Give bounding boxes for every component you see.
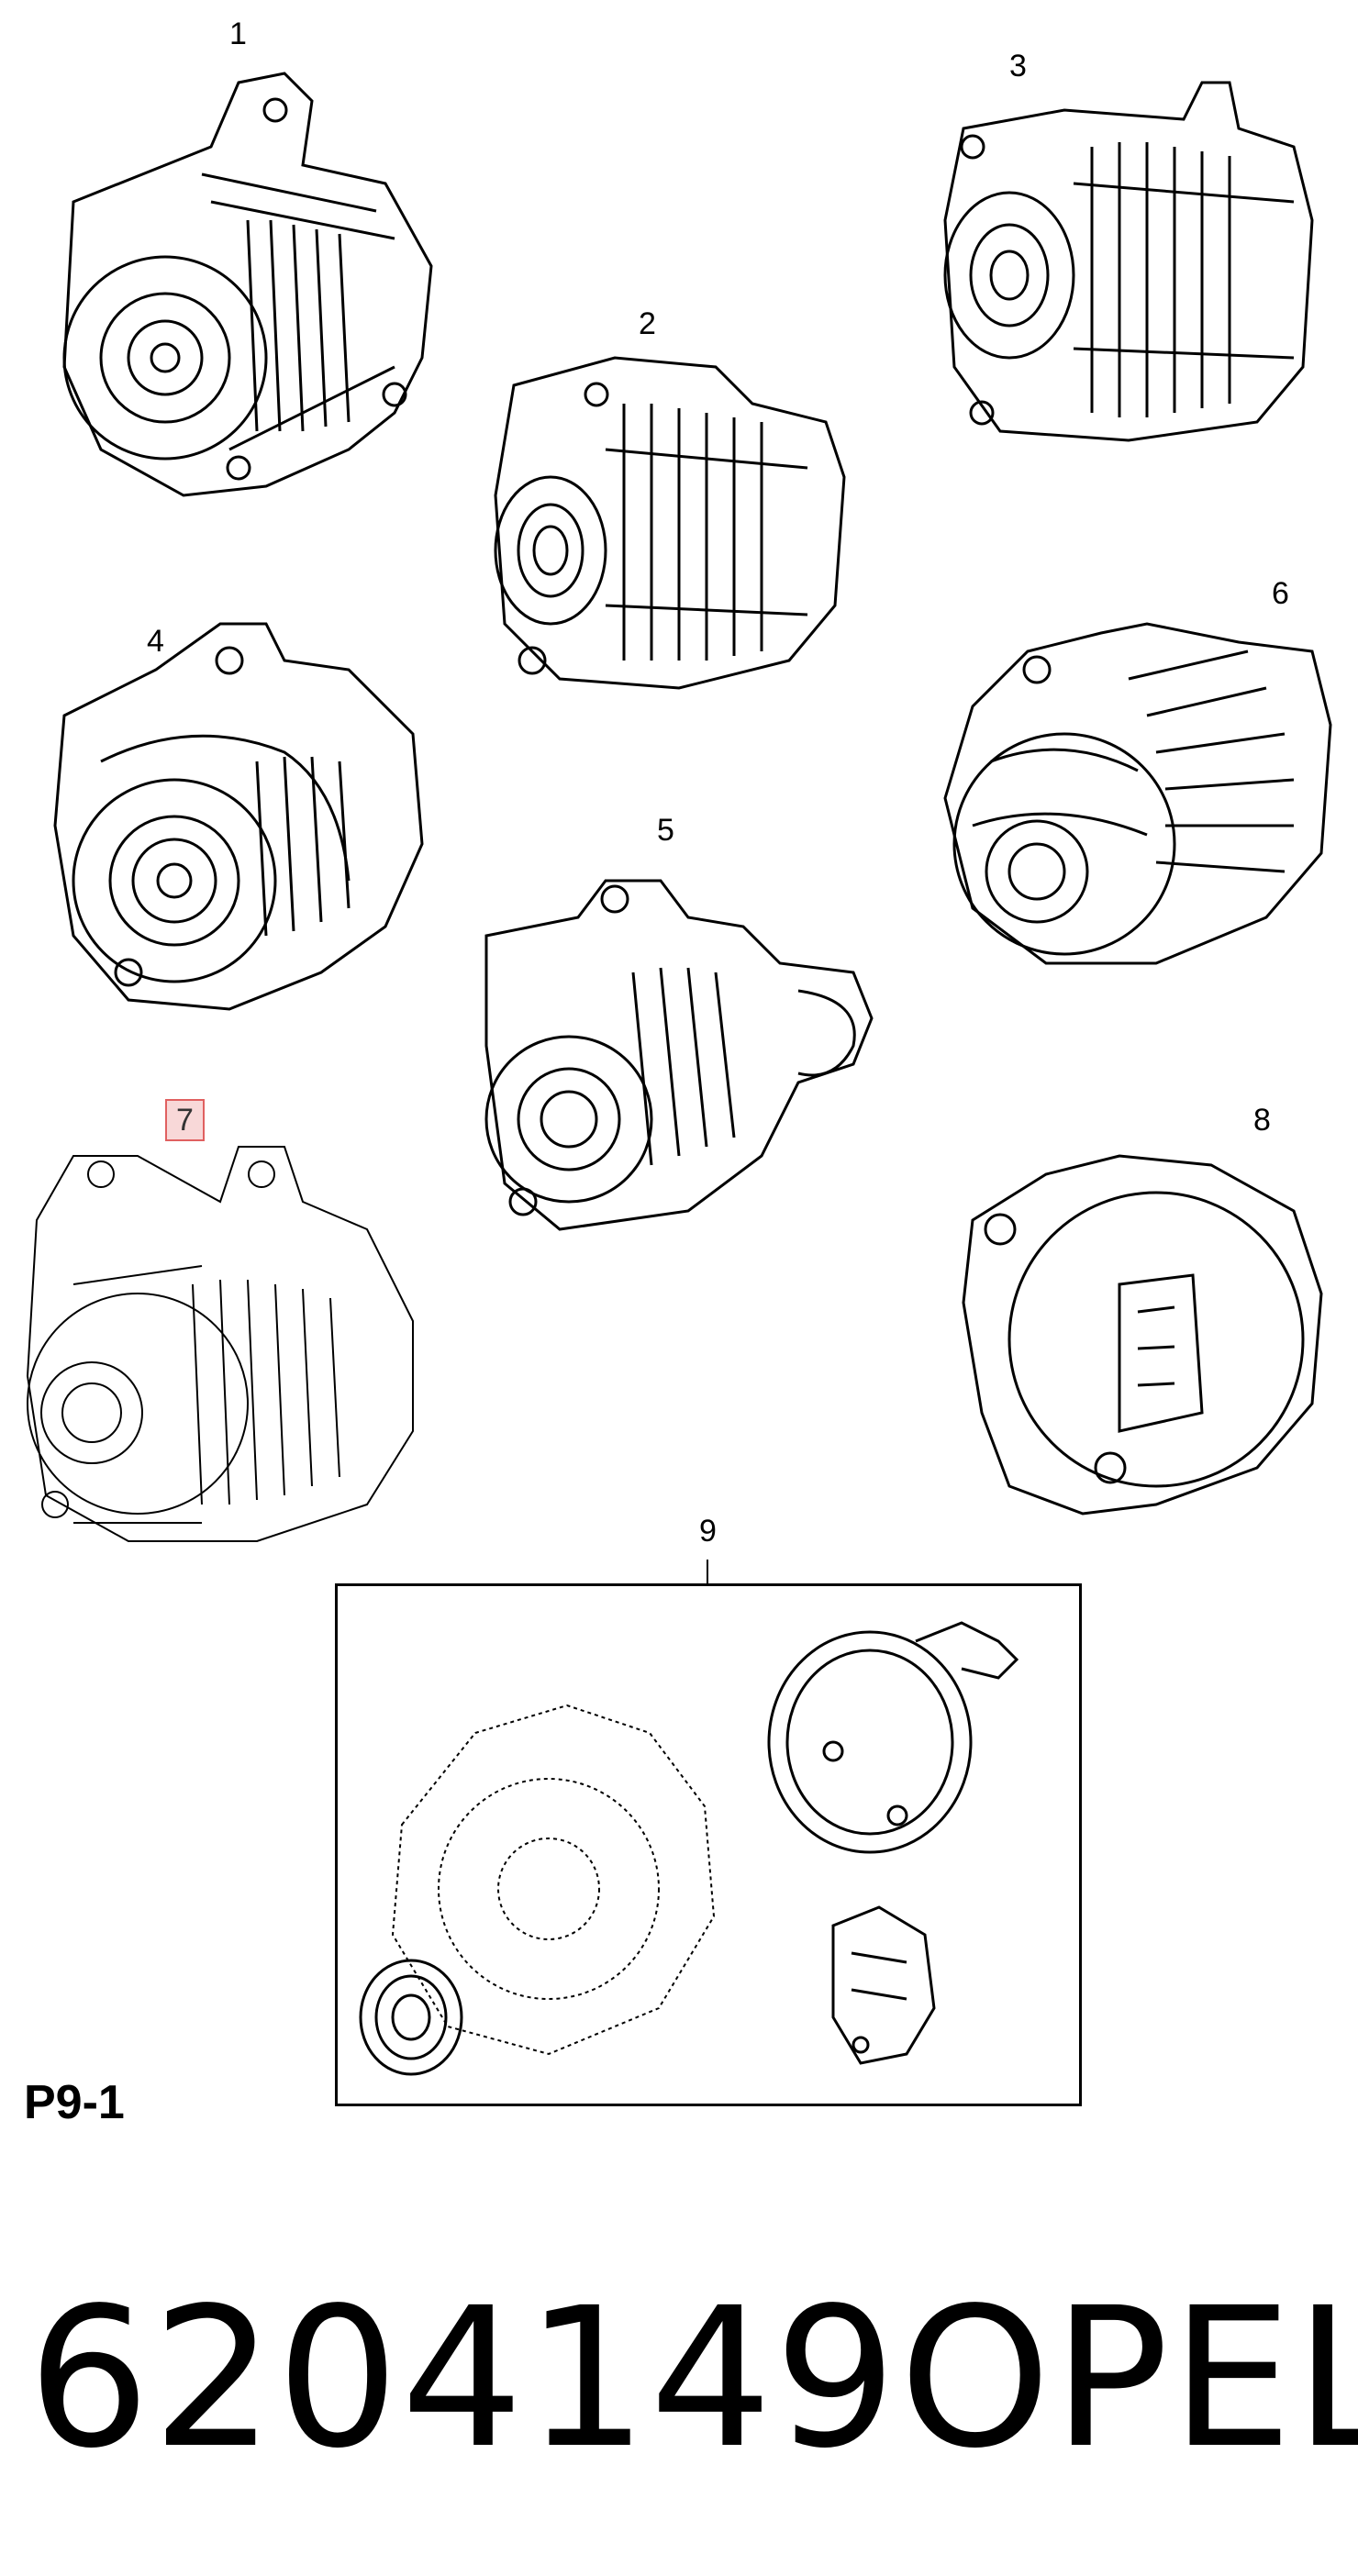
alternator-4-drawing[interactable] bbox=[46, 605, 431, 1027]
brand-name: OPEL bbox=[899, 2266, 1358, 2491]
callout-7[interactable]: 7 bbox=[165, 1099, 205, 1141]
alternator-3-drawing[interactable] bbox=[927, 73, 1321, 459]
callout-1: 1 bbox=[229, 17, 247, 51]
part-number: 6204149 bbox=[28, 2266, 899, 2491]
alternator-6-drawing[interactable] bbox=[936, 615, 1340, 982]
callout-9: 9 bbox=[699, 1514, 717, 1549]
callout-3: 3 bbox=[1009, 49, 1027, 83]
callout-2: 2 bbox=[639, 306, 656, 341]
callout-6: 6 bbox=[1272, 576, 1289, 611]
alternator-outline-dotted bbox=[365, 1678, 796, 2072]
pulley-drawing[interactable] bbox=[351, 1953, 471, 2082]
page-code: P9-1 bbox=[24, 2076, 125, 2129]
callout-4: 4 bbox=[147, 624, 164, 659]
alternator-8-drawing[interactable] bbox=[954, 1138, 1330, 1523]
alternator-2-drawing[interactable] bbox=[477, 330, 863, 697]
kit-9-frame bbox=[335, 1583, 1082, 2106]
alternator-1-drawing[interactable] bbox=[46, 64, 440, 523]
rear-cover-drawing[interactable] bbox=[760, 1604, 1035, 1880]
callout-8: 8 bbox=[1253, 1103, 1271, 1138]
alternator-5-drawing[interactable] bbox=[468, 862, 881, 1248]
alternator-7-drawing[interactable] bbox=[18, 1138, 422, 1560]
voltage-regulator-drawing[interactable] bbox=[815, 1898, 952, 2072]
callout-5: 5 bbox=[657, 813, 674, 848]
callout-9-leader-line bbox=[707, 1560, 708, 1585]
